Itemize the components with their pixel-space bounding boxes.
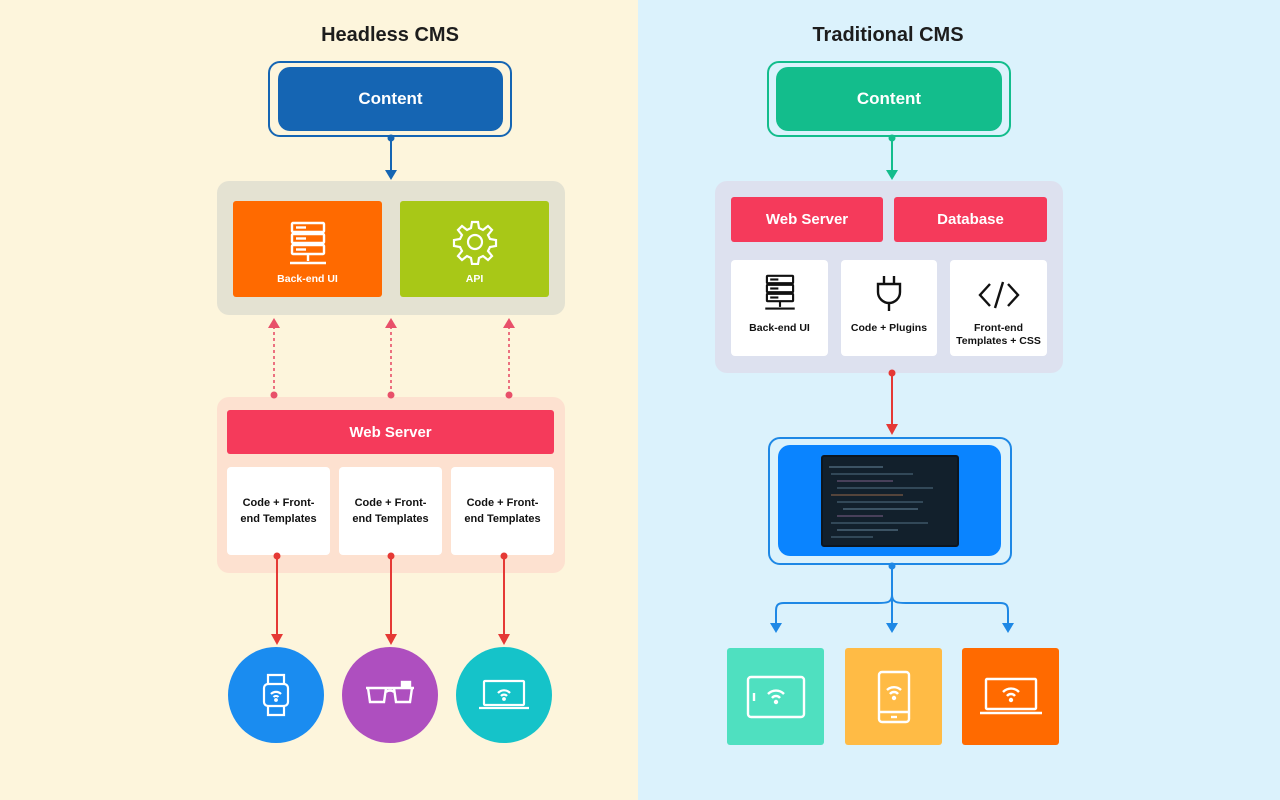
api-box: API [400,201,549,297]
gear-icon [452,220,497,265]
frontend-templates-card: Front-end Templates + CSS [950,260,1047,356]
backend-ui-box: Back-end UI [233,201,382,297]
code-editor-thumbnail [820,454,959,547]
code-card-1: Code + Front-end Templates [227,467,330,555]
phone-icon [877,670,910,723]
traditional-backend-card: Back-end UI [731,260,828,356]
backend-ui-label: Back-end UI [277,273,338,285]
laptop-device-traditional [962,648,1059,745]
database-box: Database [894,197,1047,242]
phone-device [845,648,942,745]
traditional-backend-label: Back-end UI [749,322,810,334]
server-icon [289,221,326,265]
code-plugins-card: Code + Plugins [841,260,937,356]
display-screen [778,445,1001,556]
watch-icon [262,673,290,717]
smart-glasses-icon [366,680,414,704]
traditional-title: Traditional CMS [812,24,964,46]
headless-content-box: Content [278,67,503,131]
code-lines-graphic [828,465,933,538]
server-icon [764,274,795,310]
traditional-web-server-box: Web Server [731,197,883,242]
headless-web-server-box: Web Server [227,410,554,454]
headless-title: Headless CMS [321,24,459,46]
code-plugins-label: Code + Plugins [850,322,928,334]
headless-device-arrows [271,552,510,645]
code-brackets-icon [977,281,1020,309]
display-to-devices-arrows [770,562,1014,633]
api-label: API [465,273,484,285]
headless-api-calls-arrows [268,318,515,399]
plug-icon [876,276,902,311]
headless-content-arrow [385,134,397,180]
cms-to-display-arrow [886,369,898,435]
code-card-2: Code + Front-end Templates [339,467,442,555]
tablet-icon [746,675,805,718]
watch-device [228,647,324,743]
traditional-content-box: Content [776,67,1002,131]
traditional-content-frame [767,61,1011,137]
tablet-device [727,648,824,745]
glasses-device [342,647,438,743]
laptop-device-headless [456,647,552,743]
traditional-content-arrow [886,134,898,180]
code-card-3: Code + Front-end Templates [451,467,554,555]
frontend-templates-label: Front-end Templates + CSS [956,322,1041,347]
laptop-icon [979,677,1042,714]
laptop-icon [479,679,529,710]
